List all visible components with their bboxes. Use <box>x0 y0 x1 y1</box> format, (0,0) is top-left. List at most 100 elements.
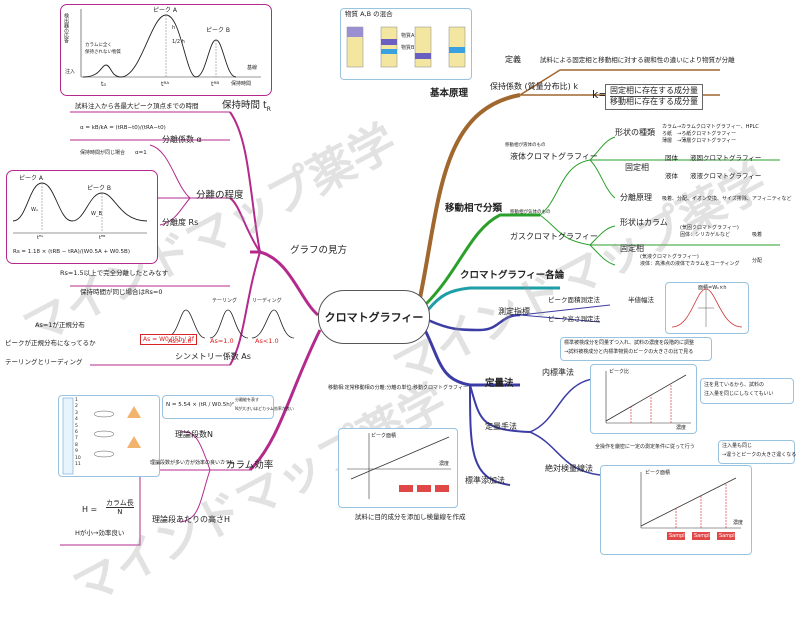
graph-view: グラフの見方 <box>290 245 348 256</box>
half-height-label: 1/2 h <box>172 39 185 45</box>
substance-a-label: 物質A <box>401 33 415 39</box>
resolution-figure: ピーク A ピーク B Wₐ W_B tᴿᴬ tᴿᴮ Rs = 1.18 × (… <box>6 170 158 264</box>
internal-figure: ピーク比 濃度 <box>590 364 697 434</box>
n-note-2: Nが大きいほどカラム効率が良い <box>235 406 294 411</box>
internal-note-box: 注を見ているから、試料の 注入量を同じにしなくてもいい <box>700 378 794 404</box>
area-formula: 面積=Wₕ×h <box>698 285 727 291</box>
std-conc-axis: 濃度 <box>439 461 450 467</box>
as-value-1: As>1.0 <box>168 337 192 345</box>
internal-standard: 内標準法 <box>542 368 574 377</box>
theoretical-plates: 理論段数N <box>175 430 213 439</box>
gsc: (気固クロマトグラフィー) <box>680 225 739 231</box>
rs-formula: Rs = 1.18 × (tRB − tRA)/(W0.5A + W0.5B) <box>13 249 130 255</box>
rs-peak-a: ピーク A <box>19 175 44 182</box>
definition-label: 定義 <box>505 55 521 64</box>
n-formula-box: N = 5.54 × (tR / W0.5h)² 分離能を表す Nが大きいほどカ… <box>162 395 294 419</box>
theory-topic: クロマトグラフィー各論 <box>460 270 565 281</box>
h-small-note: Hが小→効率良い <box>75 529 125 537</box>
peak-height-method: ピーク高さ測定法 <box>548 315 600 323</box>
height-label: h <box>172 25 176 31</box>
rs-wa: Wₐ <box>31 207 38 213</box>
solid-detail: 液固クロマトグラフィー <box>690 154 762 162</box>
rs-complete: Rs=1.5以上で完全分離したとみなす <box>60 269 169 277</box>
std-addition-figure: ピーク面積 濃度 <box>338 428 458 508</box>
retention-time: 保持時間 tR <box>222 100 271 113</box>
absolute-calibration: 絶対検量線法 <box>545 464 593 473</box>
peak-ratio-label: ピーク比 <box>609 369 630 375</box>
inject-label: 注入 <box>65 69 76 75</box>
shape-detail-1: カラム→カラムクロマトグラフィー、HPLC <box>662 124 759 130</box>
std-addition-note: 試料に目的成分を添加し検量線を作成 <box>355 513 466 521</box>
peak-area-method: ピーク面積測定法 <box>548 296 600 304</box>
k-denominator: 移動相に存在する成分量 <box>610 97 698 107</box>
leading-label: リーディング <box>252 298 282 304</box>
rs-wb: W_B <box>91 211 102 217</box>
shape-detail-2: ろ紙 →ろ紙クロマトグラフィー <box>662 131 737 137</box>
measurement-index: 測定指標 <box>498 307 530 316</box>
rs-tra: tᴿᴬ <box>37 235 44 241</box>
liquid-detail: 液液クロマトグラフィー <box>690 172 762 180</box>
separation-principle: 分離原理 <box>620 193 652 202</box>
absolute-desc: 全操作を厳密に一定の測定条件に従って行う <box>595 444 695 450</box>
h-fraction: カラム長 N <box>106 499 134 517</box>
quant-technique: 定量手法 <box>485 422 517 431</box>
alpha-one: α=1 <box>135 150 147 156</box>
unretained-note-1: カラムに全く <box>85 43 112 48</box>
k-equals: k= <box>592 88 608 101</box>
internal-note-2: 注入量を同じにしなくてもいい <box>704 391 774 397</box>
rt-axis-label: 保持時間 <box>231 81 252 87</box>
mixture-caption: 物質 A,B の混合 <box>345 10 393 18</box>
resolution: 分離度 Rs <box>162 218 199 227</box>
shape-types: 形状の種類 <box>615 128 655 137</box>
k-fraction: 固定相に存在する成分量 移動相に存在する成分量 <box>605 84 703 110</box>
absolute-note-1: 注入量も同じ <box>722 443 753 449</box>
peak-a-label: ピーク A <box>153 7 178 14</box>
trb-label: tᴿᴮ <box>211 80 220 88</box>
mobile-phase-classification: 移動相で分類 <box>445 203 503 214</box>
center-topic: クロマトグラフィー <box>318 290 430 344</box>
shape-detail-3: 薄層 →薄層クロマトグラフィー <box>662 138 737 144</box>
peak-b-label: ピーク B <box>206 27 231 34</box>
conc-axis: 濃度 <box>676 425 687 431</box>
tra-label: tᴿᴬ <box>161 80 170 88</box>
n-note-1: 分離能を表す <box>235 397 259 402</box>
unretained-note-2: 保持されない物質 <box>85 50 121 55</box>
half-width-method: 半値幅法 <box>628 296 654 304</box>
as-formula-box: As = W0.05h / 2f <box>140 334 197 345</box>
t0-label: t₀ <box>101 80 107 88</box>
gas-chromatography: ガスクロマトグラフィー <box>510 232 598 241</box>
plates-note: 理論段数が多い方が効率の良いカラム <box>150 460 235 466</box>
internal-desc-2: →試料被検成分と内標準物質のピークの大きさの比で見る <box>564 349 694 355</box>
glc: (気液クロマトグラフィー) <box>640 254 699 260</box>
gas-stationary: 固定相 <box>620 244 644 253</box>
n-formula: N = 5.54 × (tR / W0.5h)² <box>166 402 235 408</box>
hetp: 理論段あたりの高さH <box>152 515 231 524</box>
center-note: 移動相:定常移動相の分離:分離の単位:移動クロマトグラフィー <box>328 385 468 391</box>
sample-2: Sampl2 <box>694 533 713 539</box>
gsc-mode: 吸着 <box>752 232 763 238</box>
rs-trb: tᴿᴮ <box>99 235 106 241</box>
symmetry-factor: シンメトリー係数 As <box>175 352 251 361</box>
alpha-formula: α = kB/kA = (tRB−t0)/(tRA−t0) <box>80 125 166 131</box>
as-value-3: As<1.0 <box>255 337 279 345</box>
principle-detail: 吸着、分配、イオン交換、サイズ排除、アフィニティなど <box>662 196 792 202</box>
shape-column: 形状はカラム <box>620 218 668 227</box>
as-question: ピークが正規分布になってるか <box>5 339 96 347</box>
rs-zero: 保持時間が同じ場合はRs=0 <box>80 288 163 296</box>
as-normal: As=1が正規分布 <box>35 321 85 329</box>
glc-detail: 液体：高沸点の液体でカラムをコーティング <box>640 261 740 267</box>
h-eq: H = <box>82 505 98 514</box>
column-efficiency: カラム効率 <box>226 460 274 471</box>
retention-time-figure: 検出器の応答 ピーク A ピーク B h 1/2 h 注入 基線 保持時間 t₀… <box>60 4 272 96</box>
stationary-solid: 固体 <box>665 154 678 162</box>
liquid-chromatography: 液体クロマトグラフィー <box>510 152 598 161</box>
internal-note-1: 注を見ているから、試料の <box>704 382 765 388</box>
retention-desc: 試料注入から各最大ピーク頂点までの時間 <box>75 102 199 110</box>
standard-addition: 標準添加法 <box>465 476 505 485</box>
absolute-note-2: →違うとピークの大きさ違くなる <box>722 452 797 458</box>
stationary-phase: 固定相 <box>625 163 649 172</box>
internal-desc-1: 標準被検成分を同量ずつ入れ、試料の濃度を段階的に調整 <box>564 340 695 346</box>
stationary-liquid: 液体 <box>665 172 678 180</box>
